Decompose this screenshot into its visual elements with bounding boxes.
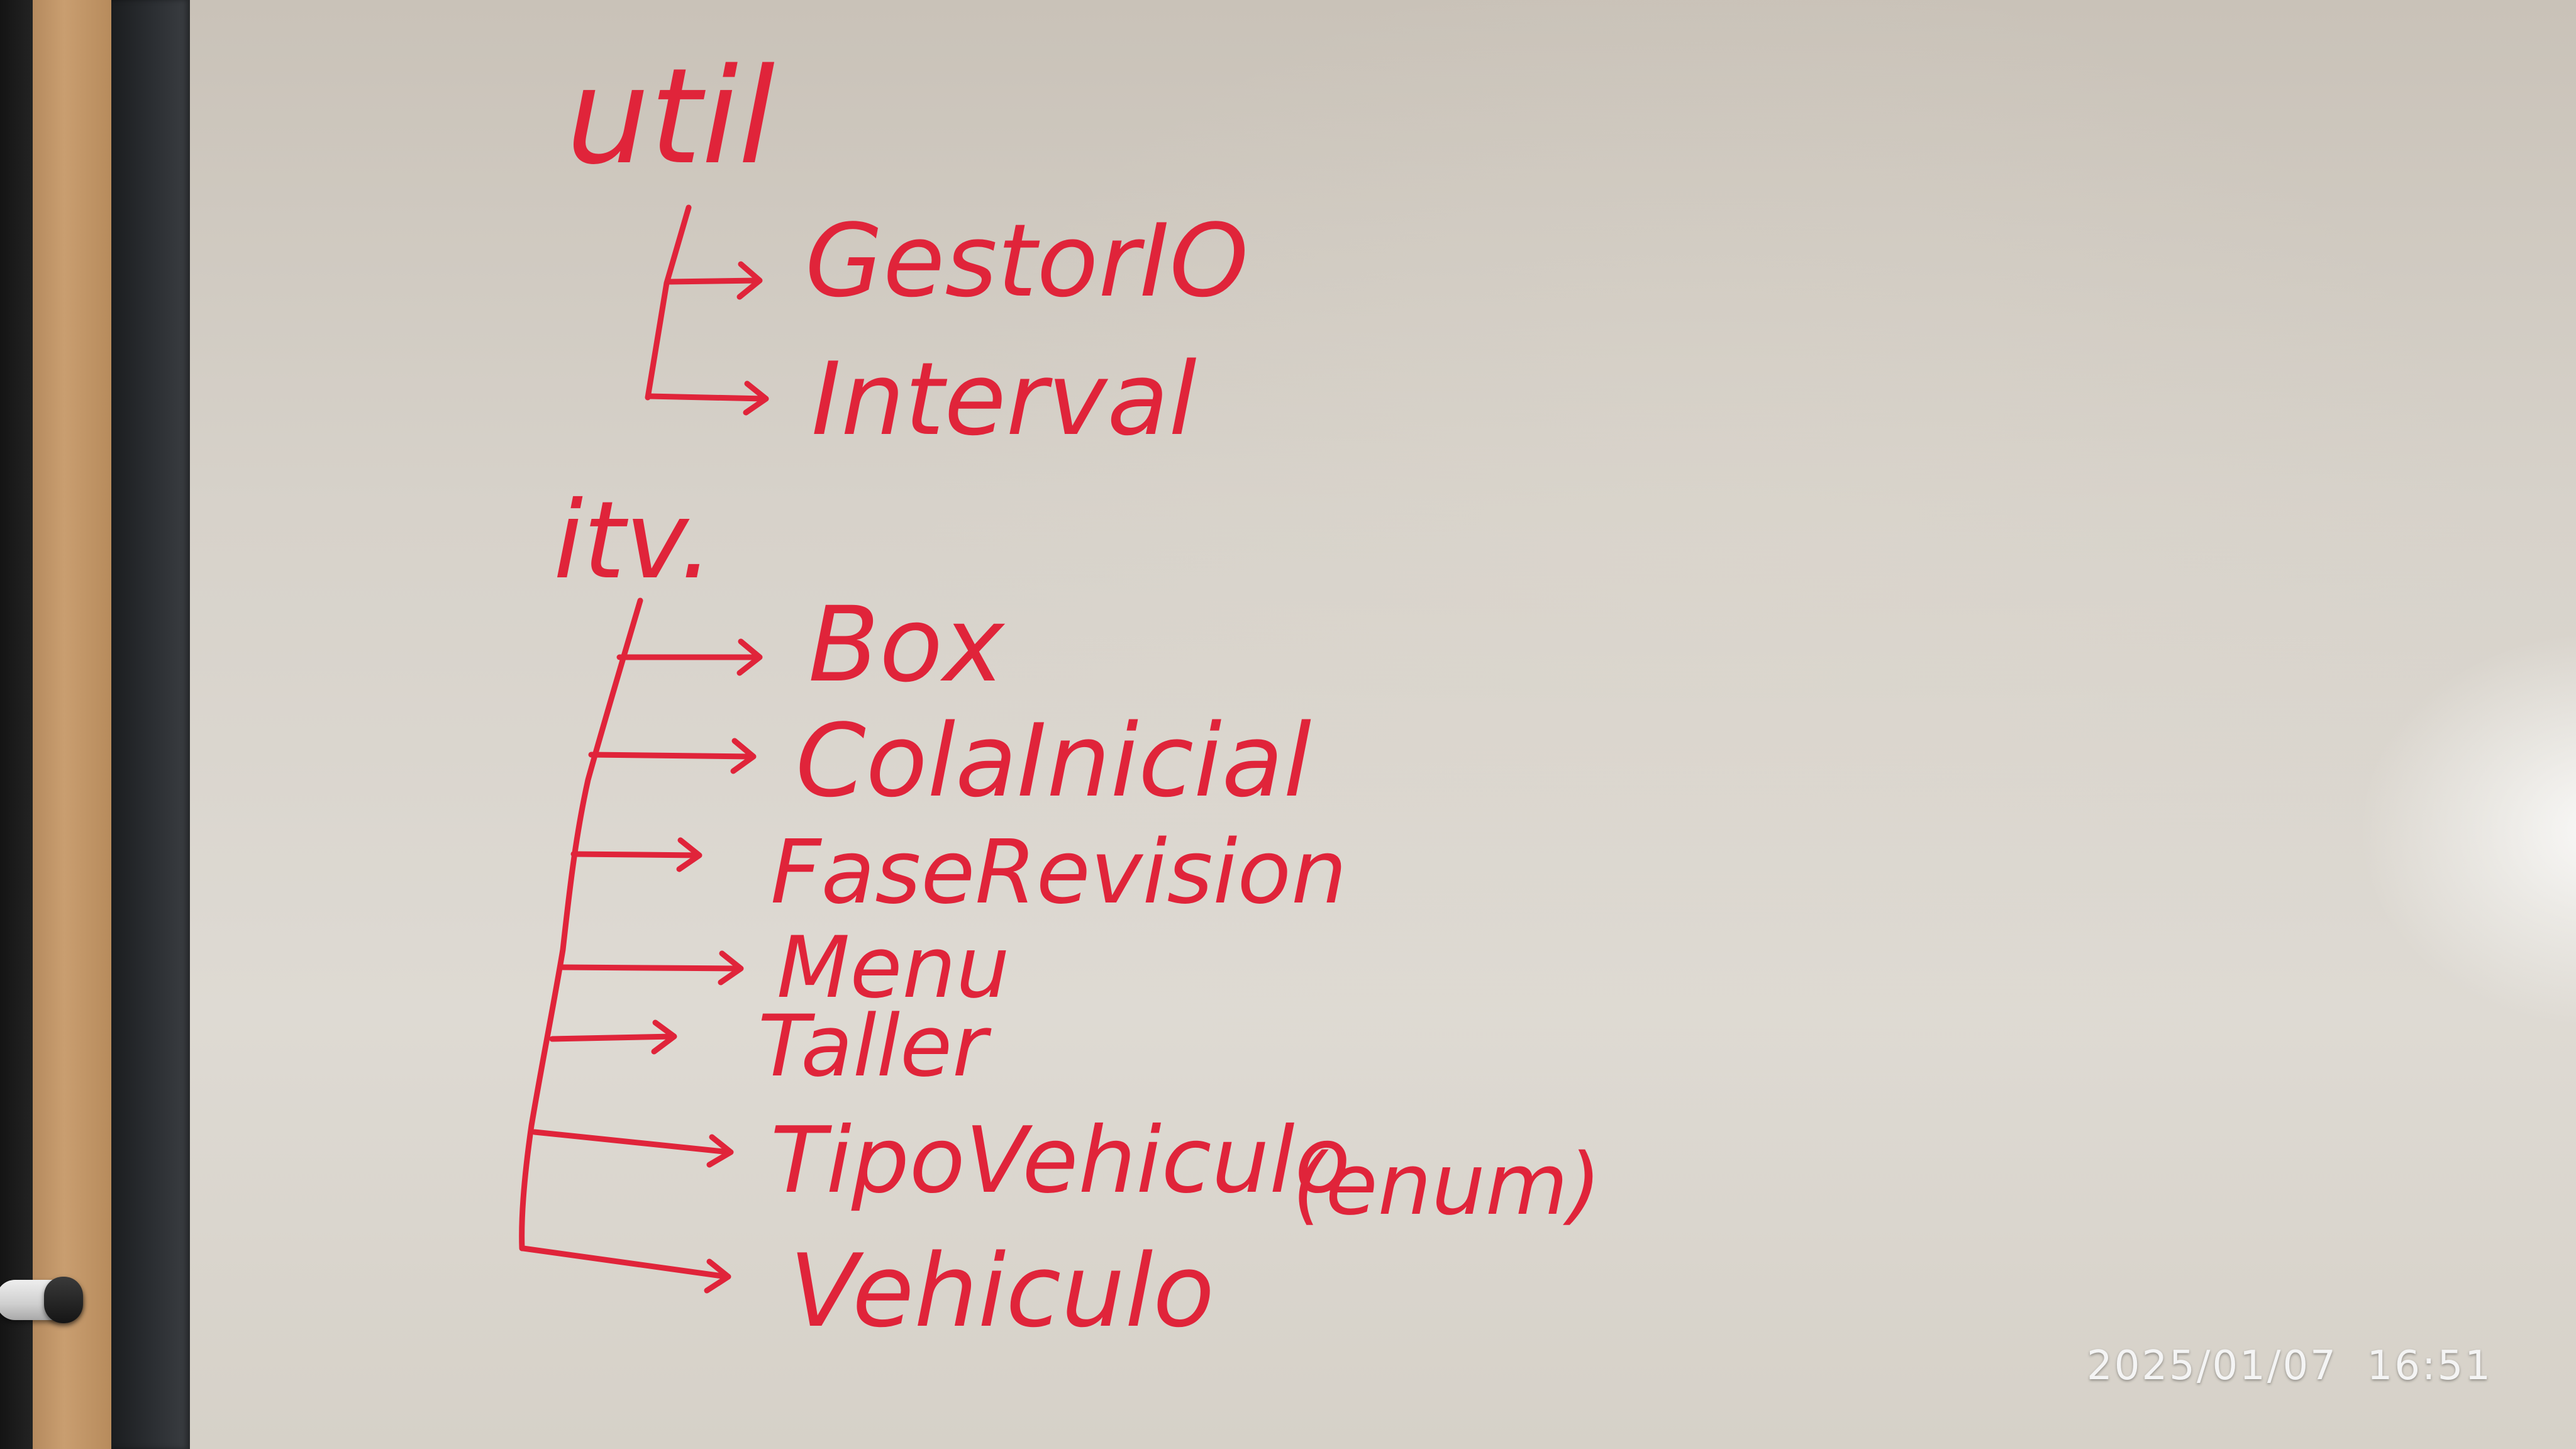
whiteboard-surface [190,0,2576,1449]
itv-child-tipovehiculo: TipoVehiculo [770,1108,1350,1214]
util-child-interval: Interval [811,340,1197,458]
wooden-ledge [33,0,111,1449]
marker-cap [44,1277,83,1323]
whiteboard-frame [111,0,190,1449]
itv-tree-connector [519,597,763,1294]
itv-child-menu: Menu [777,918,1010,1017]
dark-wall [0,0,33,1449]
enum-annotation: (enum) [1292,1135,1601,1234]
util-child-gestorio: GestorIO [805,202,1248,319]
itv-child-vehiculo: Vehiculo [789,1232,1214,1350]
camera-timestamp: 2025/01/07 16:51 [2087,1343,2492,1389]
itv-child-box: Box [808,584,1006,705]
util-package-label: util [566,40,775,194]
itv-package-label: itv. [553,479,714,603]
itv-child-colainicial: ColaInicial [796,702,1311,819]
itv-child-taller: Taller [758,997,992,1096]
itv-child-faserevision: FaseRevision [770,821,1347,924]
util-tree-connector [645,204,769,416]
